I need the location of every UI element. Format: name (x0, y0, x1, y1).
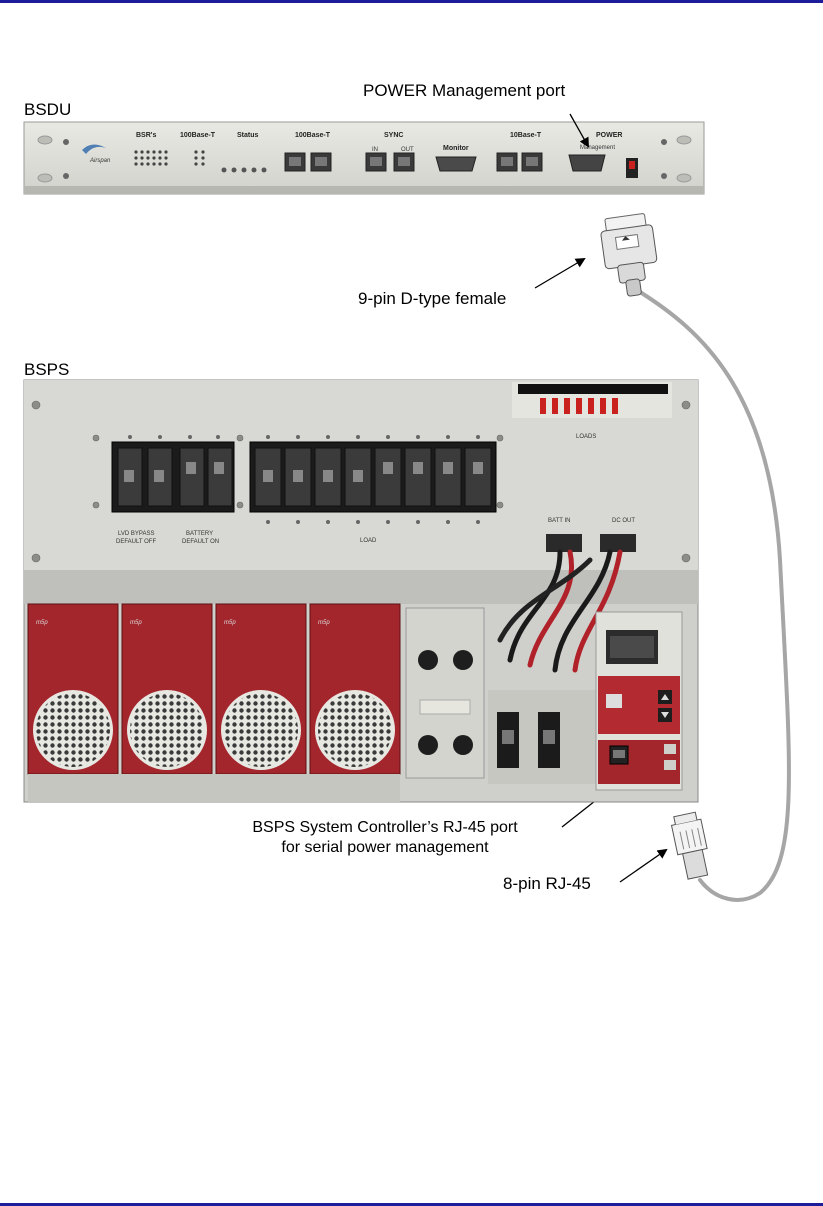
base100-a-header: 100Base-T (180, 132, 216, 139)
bsps-unit: LVD BYPASS DEFAULT OFF BATTERY DEFAULT O… (24, 380, 698, 802)
battery-default-text: DEFAULT ON (182, 539, 219, 545)
dtype-female-connector (599, 212, 662, 298)
status-header: Status (237, 132, 259, 139)
lvd-bypass-text: LVD BYPASS (118, 531, 154, 537)
battery-text: BATTERY (186, 531, 213, 537)
bsdu-brand: Airspan (89, 158, 111, 164)
sync-in-label: IN (372, 147, 378, 153)
rectifier-module-1: m5p (28, 604, 118, 774)
module-1-brand: m5p (36, 620, 48, 626)
power-management-db9-port (569, 155, 605, 171)
sync-out-label: OUT (401, 147, 414, 153)
module-3-brand: m5p (224, 620, 236, 626)
dtype-arrow (535, 259, 584, 288)
bsdu-unit: Airspan BSR's 100Base-T Status 100Base-T… (24, 122, 704, 194)
bsrs-header: BSR's (136, 132, 156, 139)
power-header: POWER (596, 132, 622, 139)
battery-breakers (488, 690, 596, 784)
monitor-db9-port (436, 157, 476, 171)
bsdu-rj45-ports (285, 153, 542, 171)
batt-in-text: BATT IN (548, 518, 570, 524)
base100-b-header: 100Base-T (295, 132, 331, 139)
system-controller (596, 612, 682, 790)
rectifier-module-3: m5p (216, 604, 306, 774)
rectifier-module-4: m5p (310, 604, 400, 774)
sync-header: SYNC (384, 132, 403, 139)
rj45-arrow (620, 850, 666, 882)
monitor-header: Monitor (443, 145, 469, 152)
loads-text: LOADS (576, 434, 596, 440)
module-4-brand: m5p (318, 620, 330, 626)
base10-header: 10Base-T (510, 132, 542, 139)
dc-out-text: DC OUT (612, 518, 635, 524)
lvd-default-text: DEFAULT OFF (116, 539, 156, 545)
rectifier-module-2: m5p (122, 604, 212, 774)
load-text: LOAD (360, 538, 377, 544)
module-2-brand: m5p (130, 620, 142, 626)
fuse-panel (406, 608, 484, 778)
management-label: Management (580, 145, 615, 151)
rj45-plug (670, 811, 713, 880)
